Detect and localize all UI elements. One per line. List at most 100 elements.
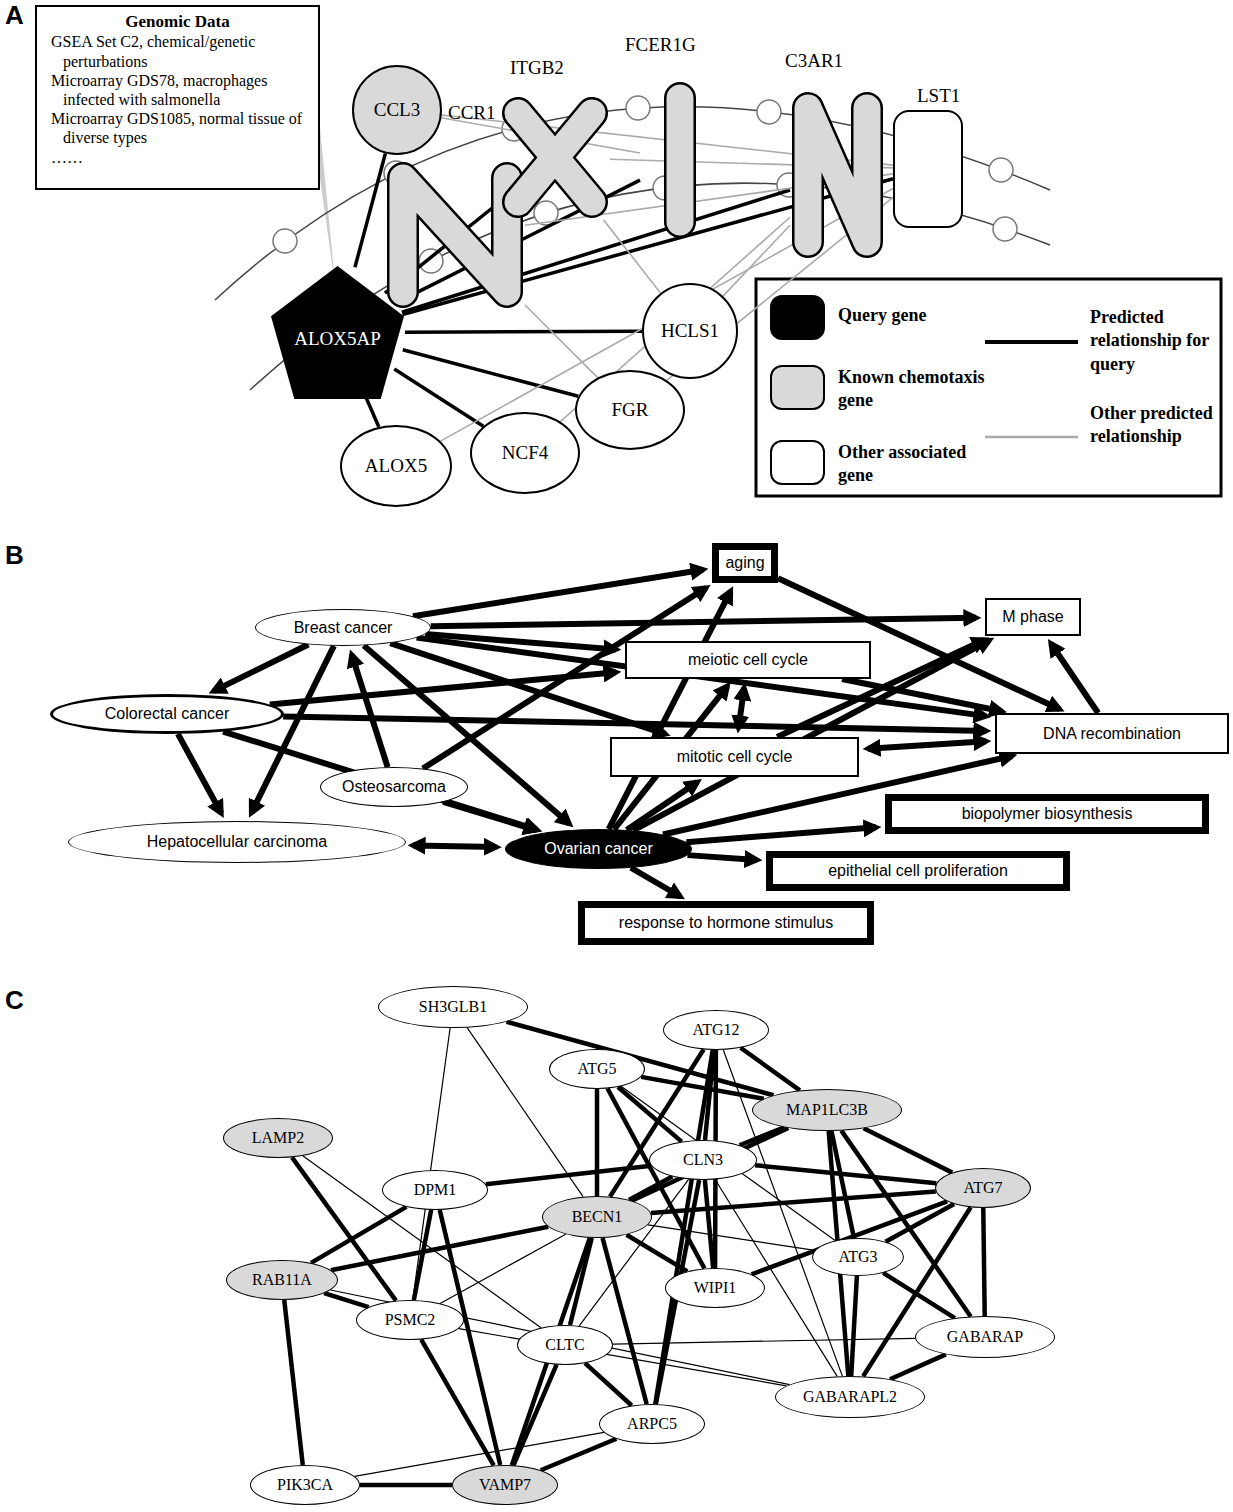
gene-node: MAP1LC3B: [752, 1089, 902, 1131]
gene-node: DPM1: [382, 1170, 488, 1210]
node-label: ATG12: [692, 1021, 739, 1039]
gene-node: ALOX5AP: [270, 265, 405, 400]
term-node: DNA recombination: [995, 713, 1229, 754]
association-line: [886, 1204, 955, 1242]
arrow-connector: [178, 734, 221, 813]
node-label: PIK3CA: [277, 1476, 333, 1494]
node-label: DNA recombination: [1043, 725, 1181, 743]
association-line: [741, 1048, 800, 1091]
gene-node: PSMC2: [356, 1300, 464, 1340]
receptor-outline: [664, 98, 696, 222]
gene-node: ITGB2: [500, 95, 610, 220]
gene-node: ATG7: [935, 1168, 1031, 1208]
gene-node: ATG12: [663, 1010, 769, 1050]
association-line: [513, 1365, 556, 1466]
node-label: RAB11A: [252, 1271, 312, 1289]
association-line: [541, 1439, 617, 1470]
gene-node: FGR: [575, 370, 685, 450]
node-label: M phase: [1002, 608, 1063, 626]
gene-node: ATG3: [812, 1238, 904, 1276]
other-relationship: [723, 225, 790, 296]
gene-node: RAB11A: [226, 1260, 338, 1300]
receptor-outline: [808, 108, 867, 242]
node-label: SH3GLB1: [419, 998, 487, 1016]
term-node: biopolymer biosynthesis: [885, 794, 1209, 834]
gene-node: CCL3: [352, 65, 442, 155]
term-node: Hepatocellular carcinoma: [68, 821, 406, 863]
association-line: [506, 1022, 773, 1096]
other-relationship: [604, 220, 661, 293]
association-line: [421, 1340, 493, 1466]
association-line: [641, 1077, 764, 1099]
lipid-head: [273, 229, 297, 253]
term-node: Breast cancer: [255, 609, 431, 646]
node-label: CCL3: [374, 99, 420, 121]
term-node: Osteosarcoma: [320, 767, 468, 807]
legend-line-sample: [985, 436, 1078, 439]
association-line: [626, 1235, 687, 1272]
node-label: biopolymer biosynthesis: [962, 805, 1133, 823]
arrow-connector: [223, 732, 537, 830]
node-label: CCR1: [448, 102, 496, 124]
term-node: M phase: [985, 598, 1081, 636]
gene-node: HCLS1: [642, 283, 738, 379]
association-line: [740, 1127, 785, 1145]
node-label: Hepatocellular carcinoma: [147, 833, 328, 851]
association-line: [864, 1128, 953, 1172]
gene-node: NCF4: [470, 412, 580, 494]
arrow-connector: [352, 655, 388, 768]
arrow-connector: [431, 618, 976, 626]
arrow-connector: [688, 855, 758, 860]
node-label: FCER1G: [625, 34, 696, 56]
node-label: HCLS1: [661, 320, 719, 342]
arrow-connector: [686, 827, 876, 842]
node-label: Breast cancer: [294, 619, 393, 637]
node-label: Genomic Data: [45, 12, 310, 32]
association-line: [311, 1207, 406, 1263]
gene-node: CCR1: [385, 160, 525, 310]
association-line: [324, 1293, 369, 1307]
association-line: [851, 1276, 857, 1376]
node-label: aging: [725, 554, 764, 572]
gene-node: LST1: [893, 110, 963, 228]
association-line: [603, 1238, 647, 1404]
node-label: mitotic cell cycle: [677, 748, 793, 766]
association-line: [629, 1176, 673, 1199]
lipid-head: [626, 96, 650, 120]
term-node: Colorectal cancer: [50, 694, 284, 734]
pentagon-shape: [271, 266, 404, 399]
node-body-line: GSEA Set C2, chemical/genetic perturbati…: [45, 32, 310, 70]
node-body-line: ……: [45, 148, 310, 167]
association-line: [360, 1483, 452, 1488]
gene-node: ATG5: [549, 1049, 645, 1089]
node-label: CLN3: [683, 1151, 723, 1169]
gene-node: LAMP2: [223, 1118, 333, 1158]
term-node: epithelial cell proliferation: [766, 851, 1070, 891]
legend-frame: [756, 279, 1221, 496]
association-line: [705, 1180, 713, 1268]
receptor-fill: [808, 108, 867, 242]
lipid-head: [993, 217, 1017, 241]
node-label: MAP1LC3B: [786, 1101, 868, 1119]
legend-line-sample: [985, 340, 1078, 344]
legend-swatch: [770, 295, 825, 340]
node-label: DPM1: [414, 1181, 457, 1199]
node-body-line: Microarray GDS1085, normal tissue of div…: [45, 109, 310, 147]
node-label: BECN1: [572, 1208, 623, 1226]
association-line: [459, 1329, 787, 1386]
arrow-connector: [1051, 643, 1098, 713]
legend-text: Predicted relationship for query: [1090, 306, 1215, 376]
node-label: ATG3: [838, 1248, 877, 1266]
node-body-line: Microarray GDS78, macrophages infected w…: [45, 71, 310, 109]
panel-letter: C: [5, 985, 24, 1016]
node-label: meiotic cell cycle: [688, 651, 808, 669]
association-line: [331, 1227, 548, 1270]
shape-outline: [790, 90, 885, 260]
node-label: PSMC2: [385, 1311, 436, 1329]
association-line: [284, 1300, 303, 1465]
node-label: ATG5: [577, 1060, 616, 1078]
node-label: LAMP2: [252, 1129, 304, 1147]
gene-node: ARPC5: [599, 1404, 705, 1444]
term-node: aging: [712, 543, 778, 583]
